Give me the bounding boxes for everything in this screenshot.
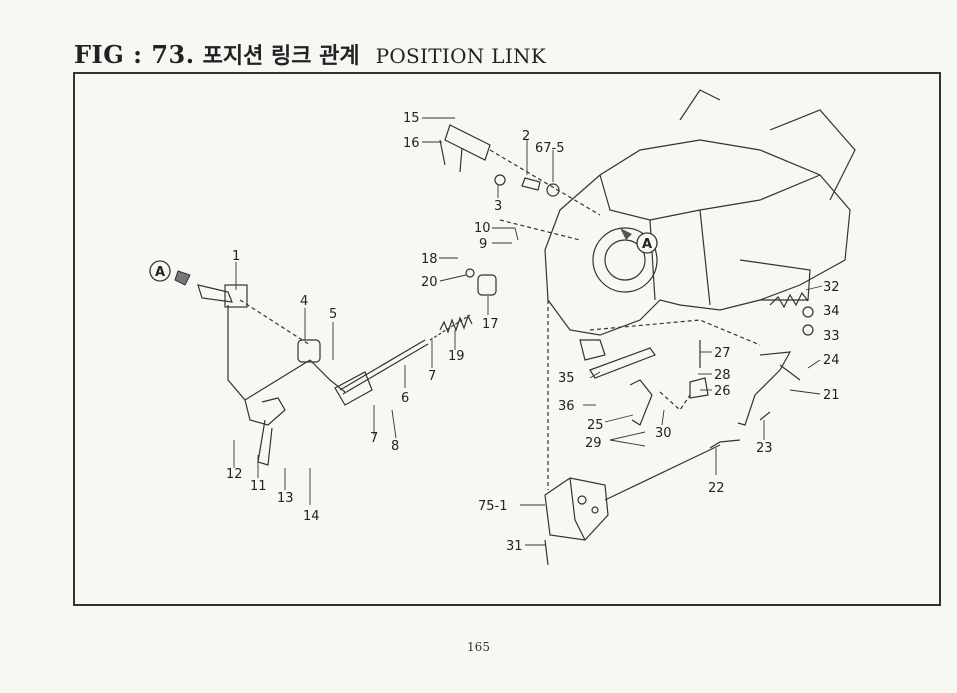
callout-5: 5 <box>329 307 337 322</box>
callout-75-1: 75-1 <box>478 499 508 514</box>
callout-14: 14 <box>303 509 320 524</box>
callout-leader-lines <box>233 117 823 546</box>
upper-bracket <box>439 124 601 216</box>
callout-4: 4 <box>300 294 308 309</box>
control-valve <box>544 444 721 566</box>
spring-adjuster <box>439 268 497 334</box>
figure-title-korean: 포지션 링크 관계 <box>202 44 360 69</box>
callout-2: 2 <box>522 129 530 144</box>
callout-26: 26 <box>714 384 731 399</box>
callout-3: 3 <box>494 199 502 214</box>
position-rod <box>334 314 471 406</box>
callout-31: 31 <box>506 539 523 554</box>
callout-6: 6 <box>401 391 409 406</box>
callout-23: 23 <box>756 441 773 456</box>
callout-24: 24 <box>823 353 840 368</box>
callout-18: 18 <box>421 252 438 267</box>
callout-27: 27 <box>714 346 731 361</box>
callout-labels: 15 16 2 67-5 3 10 9 18 20 17 19 7 6 1 4 … <box>226 111 840 554</box>
callout-32: 32 <box>823 280 840 295</box>
callout-25: 25 <box>587 418 604 433</box>
callout-7b: 7 <box>370 431 378 446</box>
reference-marker-a-right: A <box>620 228 658 254</box>
callout-16: 16 <box>403 136 420 151</box>
callout-10: 10 <box>474 221 491 236</box>
svg-text:A: A <box>642 237 652 252</box>
callout-36: 36 <box>558 399 575 414</box>
lever-assembly-left <box>197 284 346 466</box>
figure-title-english: POSITION LINK <box>375 44 547 68</box>
callout-67-5: 67-5 <box>535 141 565 156</box>
callout-8: 8 <box>391 439 399 454</box>
callout-1: 1 <box>232 249 240 264</box>
callout-22: 22 <box>708 481 725 496</box>
callout-15: 15 <box>403 111 420 126</box>
callout-12: 12 <box>226 467 243 482</box>
figure-title: FIG : 73. 포지션 링크 관계 POSITION LINK <box>74 38 546 70</box>
callout-21: 21 <box>823 388 840 403</box>
callout-7a: 7 <box>428 369 436 384</box>
reference-marker-a-left: A <box>149 260 191 286</box>
callout-29: 29 <box>585 436 602 451</box>
right-lever-assembly <box>589 319 801 449</box>
page-number: 165 <box>467 640 490 654</box>
callout-33: 33 <box>823 329 840 344</box>
callout-28: 28 <box>714 368 731 383</box>
callout-35: 35 <box>558 371 575 386</box>
callout-20: 20 <box>421 275 438 290</box>
callout-11: 11 <box>250 479 267 494</box>
return-spring <box>769 291 814 336</box>
diagram-frame <box>73 72 941 606</box>
callout-34: 34 <box>823 304 840 319</box>
svg-text:A: A <box>155 265 165 280</box>
figure-number: FIG : 73. <box>74 40 195 69</box>
callout-30: 30 <box>655 426 672 441</box>
callout-17: 17 <box>482 317 499 332</box>
callout-13: 13 <box>277 491 294 506</box>
callout-9: 9 <box>479 237 487 252</box>
callout-19: 19 <box>448 349 465 364</box>
